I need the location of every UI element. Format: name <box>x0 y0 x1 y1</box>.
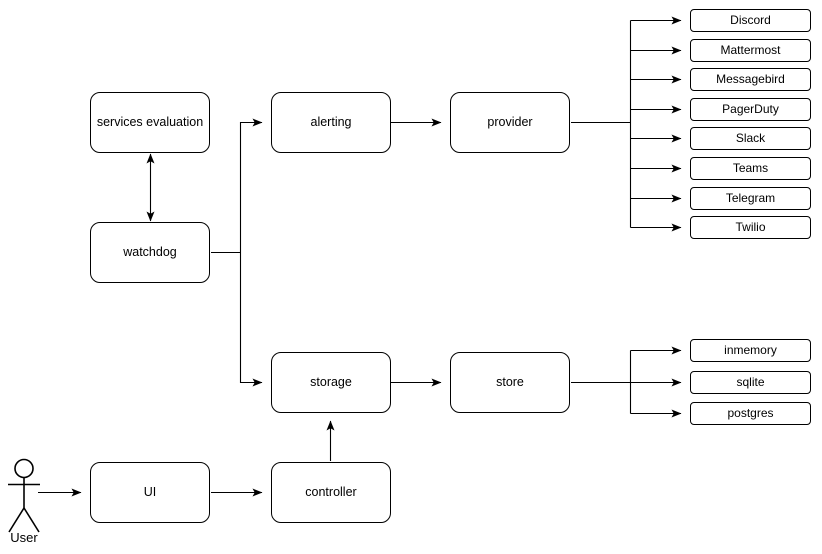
node-store[interactable]: store <box>450 352 570 413</box>
node-messagebird[interactable]: Messagebird <box>690 68 811 91</box>
node-label: Telegram <box>725 190 776 205</box>
edge-watchdog-storage <box>239 252 263 387</box>
node-label: Messagebird <box>716 71 785 86</box>
node-ui[interactable]: UI <box>90 462 210 523</box>
node-watchdog[interactable]: watchdog <box>90 222 210 283</box>
node-pagerduty[interactable]: PagerDuty <box>690 98 811 121</box>
node-twilio[interactable]: Twilio <box>690 216 811 239</box>
node-label: PagerDuty <box>722 101 779 116</box>
node-label: store <box>496 374 524 389</box>
node-services-evaluation[interactable]: services evaluation <box>90 92 210 153</box>
node-label: alerting <box>310 114 352 129</box>
node-mattermost[interactable]: Mattermost <box>690 39 811 62</box>
node-label: Twilio <box>735 219 766 234</box>
edge-watchdog-alerting <box>239 118 263 253</box>
node-inmemory[interactable]: inmemory <box>690 339 811 362</box>
node-label: Slack <box>735 130 766 145</box>
node-discord[interactable]: Discord <box>690 9 811 32</box>
node-teams[interactable]: Teams <box>690 157 811 180</box>
node-label: postgres <box>727 405 774 420</box>
node-controller[interactable]: controller <box>271 462 391 523</box>
user-actor-figure <box>8 458 40 533</box>
node-alerting[interactable]: alerting <box>271 92 391 153</box>
node-label: sqlite <box>736 374 765 389</box>
node-label: UI <box>143 484 157 499</box>
node-storage[interactable]: storage <box>271 352 391 413</box>
node-label: Discord <box>730 12 771 27</box>
node-label: controller <box>305 484 357 499</box>
user-actor-label: User <box>10 530 38 545</box>
node-sqlite[interactable]: sqlite <box>690 371 811 394</box>
node-label: Mattermost <box>720 42 781 57</box>
node-label: watchdog <box>123 244 177 259</box>
node-label: provider <box>487 114 533 129</box>
node-label: services evaluation <box>96 114 204 129</box>
node-label: Teams <box>732 160 769 175</box>
node-slack[interactable]: Slack <box>690 127 811 150</box>
node-provider[interactable]: provider <box>450 92 570 153</box>
node-label: storage <box>310 374 352 389</box>
node-telegram[interactable]: Telegram <box>690 187 811 210</box>
node-label: inmemory <box>724 342 777 357</box>
node-postgres[interactable]: postgres <box>690 402 811 425</box>
